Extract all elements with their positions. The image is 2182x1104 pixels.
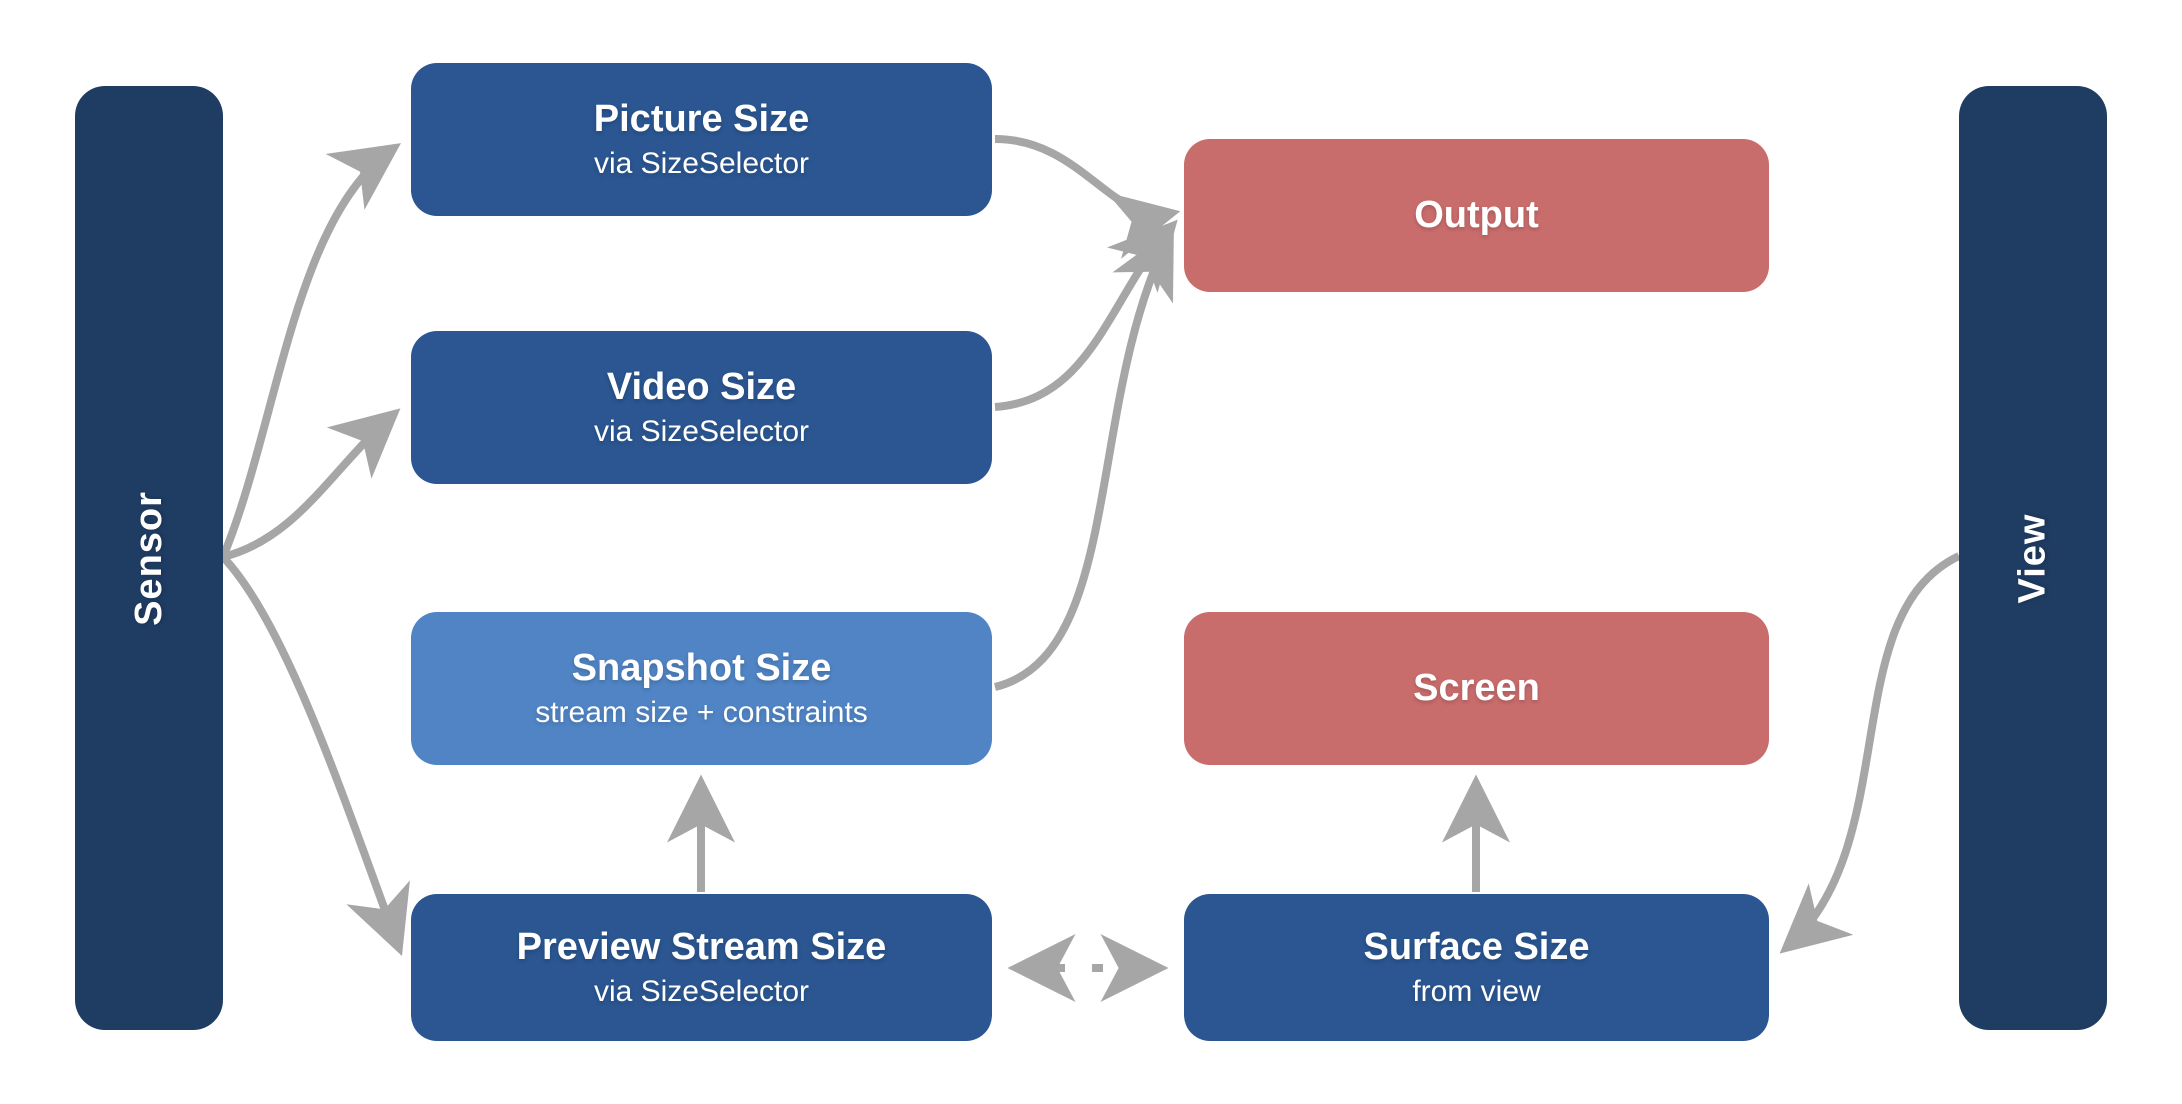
picture-size-title: Picture Size	[593, 98, 810, 141]
output-title: Output	[1414, 193, 1539, 236]
node-picture-size: Picture Size via SizeSelector	[411, 63, 992, 216]
node-output: Output	[1184, 139, 1769, 292]
edge-sensor-to-video	[222, 408, 401, 561]
sensor-bar: Sensor	[75, 86, 223, 1030]
edge-video-to-output	[994, 219, 1178, 411]
view-bar-label: View	[2011, 513, 2054, 603]
edge-sensor-to-picture	[219, 143, 401, 559]
node-preview-stream-size: Preview Stream Size via SizeSelector	[411, 894, 992, 1041]
view-bar: View	[1959, 86, 2107, 1030]
video-size-title: Video Size	[606, 366, 797, 409]
edge-picture-to-output	[994, 135, 1181, 259]
node-video-size: Video Size via SizeSelector	[411, 331, 992, 484]
preview-stream-size-subtitle: via SizeSelector	[593, 974, 810, 1008]
preview-stream-size-title: Preview Stream Size	[516, 926, 887, 969]
video-size-subtitle: via SizeSelector	[593, 414, 810, 448]
surface-size-subtitle: from view	[1412, 974, 1541, 1008]
snapshot-size-title: Snapshot Size	[571, 647, 832, 690]
edge-snapshot-to-output	[994, 227, 1174, 691]
node-snapshot-size: Snapshot Size stream size + constraints	[411, 612, 992, 765]
edge-sensor-to-preview	[220, 554, 410, 956]
node-surface-size: Surface Size from view	[1184, 894, 1769, 1041]
edge-view-to-surface	[1779, 552, 1961, 954]
surface-size-title: Surface Size	[1363, 926, 1590, 969]
snapshot-size-subtitle: stream size + constraints	[535, 695, 868, 729]
node-screen: Screen	[1184, 612, 1769, 765]
picture-size-subtitle: via SizeSelector	[593, 146, 810, 180]
screen-title: Screen	[1413, 666, 1540, 709]
sensor-bar-label: Sensor	[127, 490, 170, 626]
